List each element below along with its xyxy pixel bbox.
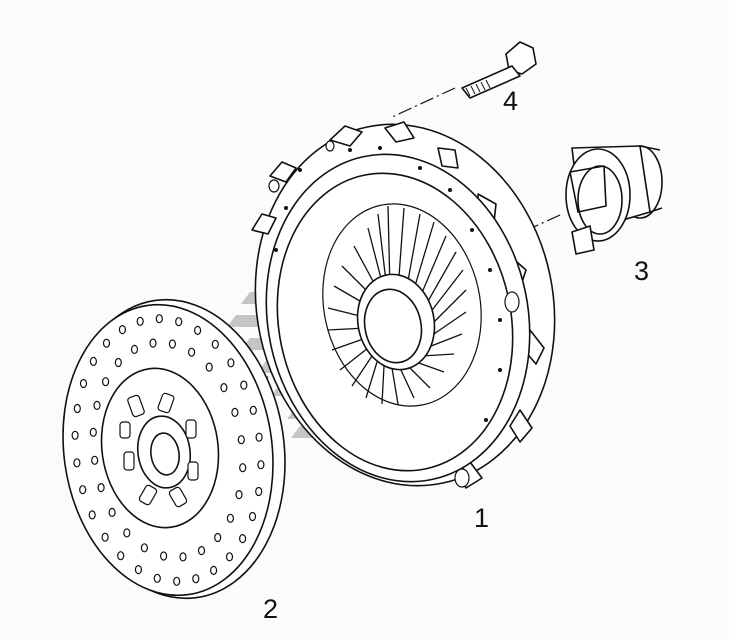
rivet-hole (226, 513, 234, 523)
rivet-hole (136, 316, 144, 326)
rivet-hole (91, 455, 99, 465)
pressure-plate (251, 121, 556, 489)
rivet-hole (160, 551, 168, 561)
bolt (461, 41, 537, 99)
rivet-hole (239, 533, 247, 544)
rivet-hole (240, 380, 248, 390)
cover-rim-dots (274, 146, 502, 422)
rivet-hole (134, 564, 142, 575)
rivet-hole (220, 383, 228, 393)
rivet-hole (123, 528, 131, 538)
rivet-hole (108, 507, 116, 518)
rivet-hole (173, 576, 181, 586)
rivet-hole (155, 314, 163, 324)
callout-bolt: 4 (503, 86, 519, 116)
rivet-hole (231, 407, 239, 417)
rivet-hole (101, 532, 109, 542)
rivet-hole (205, 362, 213, 372)
rivet-hole (73, 403, 81, 414)
rivet-hole (175, 317, 183, 327)
rivet-hole (188, 347, 196, 357)
rivet-hole (192, 574, 200, 584)
rivet-hole (97, 483, 105, 493)
rivet-hole (149, 338, 157, 348)
callout-pressure-plate: 1 (474, 503, 490, 533)
rivet-hole (235, 490, 243, 500)
rivet-hole (79, 378, 88, 389)
rivet-hole (168, 339, 176, 349)
rivet-hole (71, 430, 79, 440)
rivet-hole (237, 435, 245, 445)
rivet-hole (225, 552, 234, 562)
rivet-hole (257, 460, 265, 470)
clutch-disc (62, 298, 286, 600)
rivet-hole (214, 532, 222, 543)
release-bearing (565, 145, 663, 255)
rivet-hole (93, 400, 101, 410)
rivet-hole (249, 405, 257, 415)
rivet-hole (248, 511, 257, 522)
rivet-hole (114, 357, 122, 368)
rivet-hole (88, 510, 96, 520)
rivet-hole (239, 463, 247, 473)
rivet-hole (179, 552, 187, 562)
rivet-hole (117, 551, 125, 561)
rivet-hole (118, 325, 127, 335)
rivet-hole (255, 432, 263, 442)
rivet-hole (101, 377, 110, 387)
rivet-hole (197, 545, 206, 556)
rivet-hole (89, 356, 98, 366)
callout-clutch-disc: 2 (263, 594, 279, 624)
damper-springs (119, 392, 199, 508)
rivet-hole (211, 339, 219, 349)
rivet-hole (194, 325, 202, 335)
rivet-hole (255, 486, 263, 497)
callout-release-bearing: 3 (634, 256, 650, 286)
rivet-hole (130, 344, 139, 354)
rivet-hole (153, 573, 161, 583)
rivet-hole (73, 458, 81, 468)
rivet-hole (227, 358, 235, 368)
rivet-hole (102, 338, 111, 348)
friction-lining-rivets (71, 314, 265, 586)
rivet-hole (89, 427, 97, 437)
rivet-hole (140, 543, 148, 553)
cover-bolt-holes (268, 140, 520, 488)
rivet-hole (79, 485, 87, 495)
rivet-hole (210, 565, 218, 576)
